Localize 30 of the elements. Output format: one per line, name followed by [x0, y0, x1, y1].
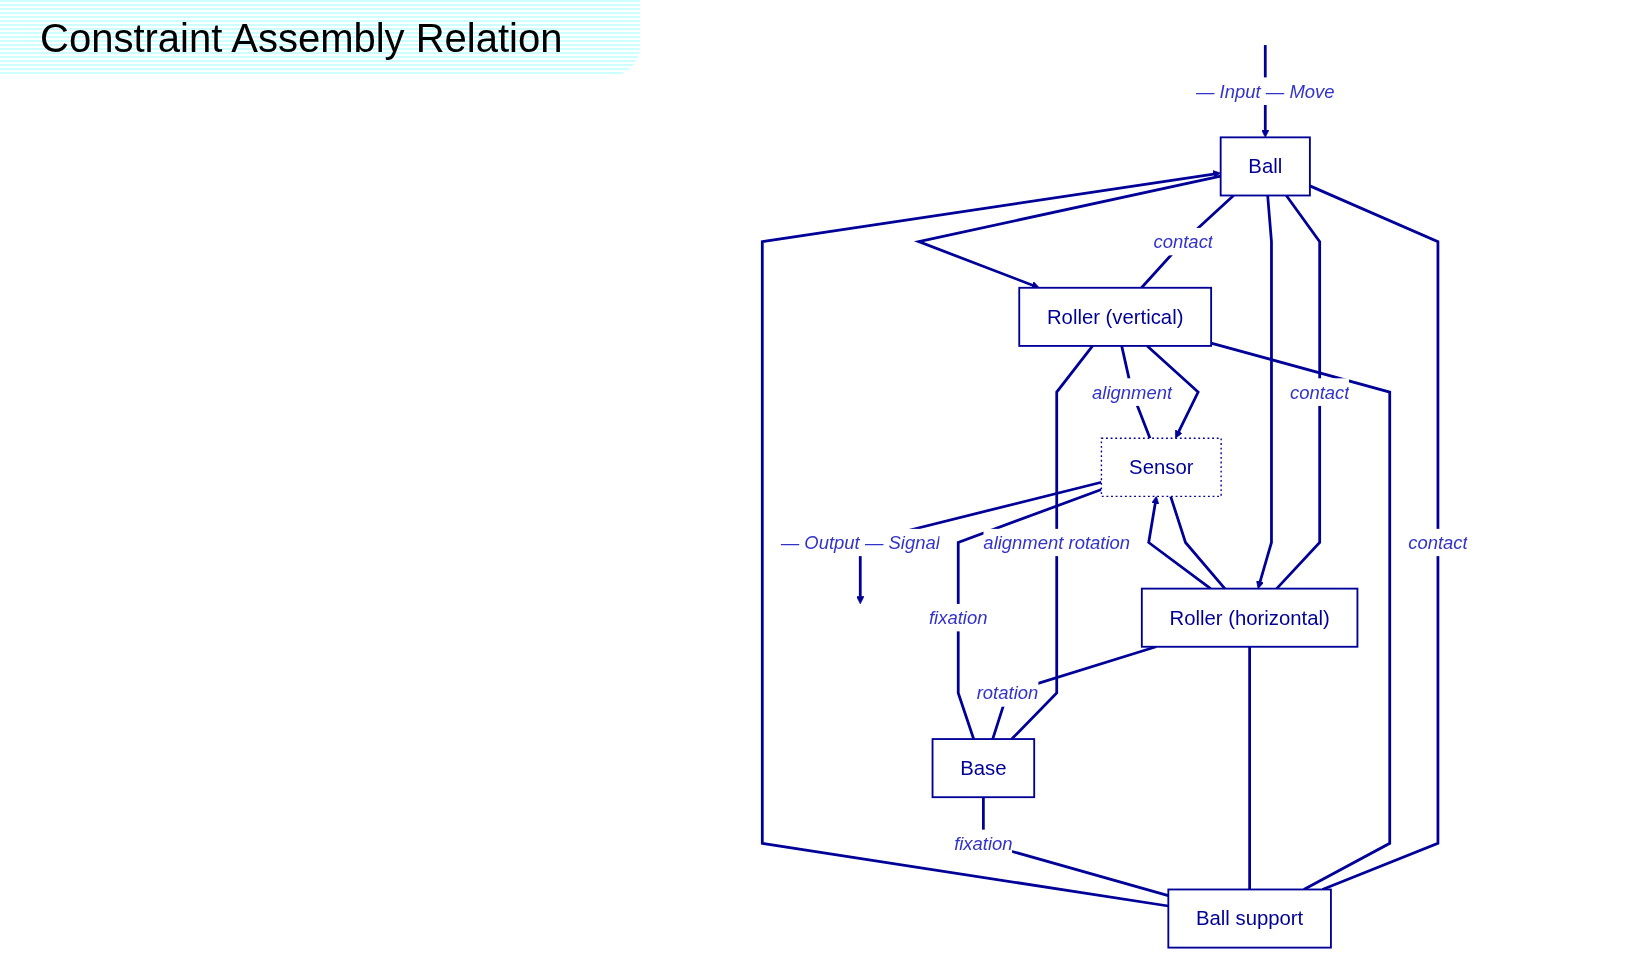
arrow — [760, 170, 1222, 908]
node-box: Sensor — [1100, 437, 1222, 498]
edge-label: contact — [1289, 381, 1350, 403]
node-box: Ball support — [1167, 888, 1332, 949]
node-box: Base — [931, 738, 1036, 799]
edge-label: alignment — [1092, 381, 1173, 403]
connector — [1140, 194, 1235, 289]
edge-label: contact — [1153, 231, 1213, 252]
arrow — [1256, 195, 1273, 589]
node-box: Roller (vertical) — [1018, 286, 1213, 347]
arrow — [1146, 344, 1200, 439]
connector — [1210, 341, 1392, 891]
edge-label: alignment rotation — [983, 532, 1131, 553]
connector — [1248, 646, 1251, 890]
edge-label: — Output — Signal — [780, 532, 940, 553]
node-box: Ball — [1219, 136, 1311, 197]
connector — [1010, 345, 1094, 740]
title: Constraint Assembly Relation — [0, 0, 640, 76]
edge-label: contact — [1408, 532, 1468, 553]
connector — [1309, 184, 1440, 891]
connector — [1275, 194, 1322, 590]
edge-label: fixation — [928, 607, 988, 628]
connector — [1169, 495, 1226, 590]
connector — [956, 488, 1102, 740]
node-box: Roller (horizontal) — [1140, 587, 1359, 648]
edge-label: rotation — [976, 682, 1039, 704]
arrow — [1147, 495, 1212, 590]
arrow — [913, 174, 1221, 289]
edge-label: fixation — [954, 833, 1013, 854]
edge-label: — Input — Move — [1196, 81, 1335, 102]
